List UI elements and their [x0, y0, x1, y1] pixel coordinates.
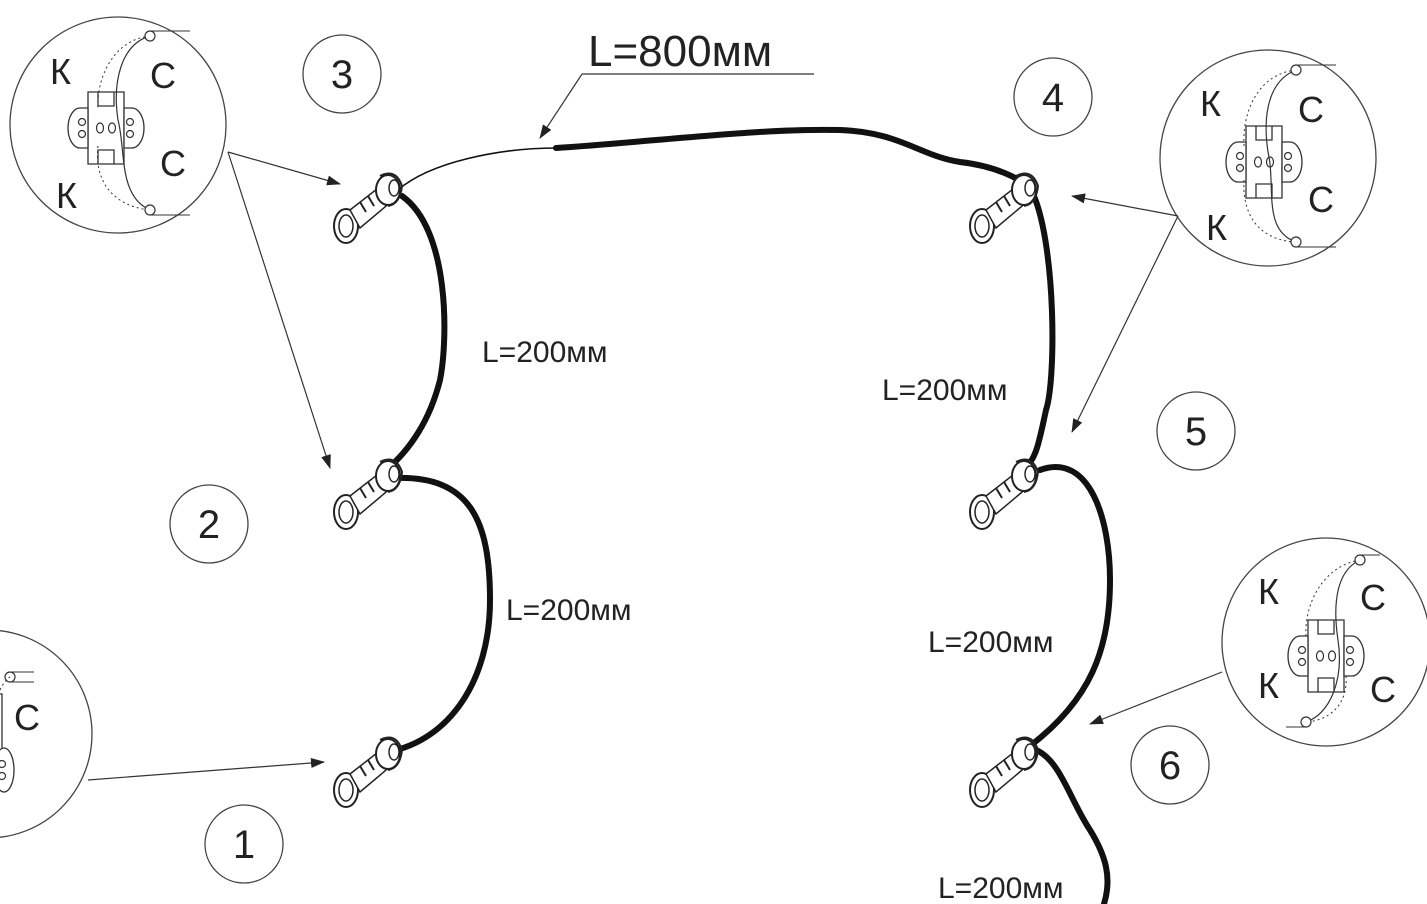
length-label-3-2: L=200мм [482, 336, 608, 369]
lamp-number-4: 4 [1013, 57, 1093, 137]
lamp-socket-3 [333, 172, 403, 244]
svg-text:2: 2 [198, 503, 220, 547]
length-label-4-5: L=200мм [882, 374, 1008, 407]
lamp-socket-4 [969, 172, 1039, 244]
wire-3-2 [383, 193, 448, 473]
svg-text:4: 4 [1042, 76, 1064, 120]
leader-800 [539, 73, 583, 139]
leader-detail-to-2 [227, 151, 331, 469]
lamp-number-6: 6 [1130, 725, 1210, 805]
pin-detail-right-top: К С С К [1159, 49, 1377, 267]
wire-5-6 [1027, 464, 1114, 749]
length-label-2-1: L=200мм [506, 594, 632, 627]
svg-text:С: С [1308, 179, 1334, 220]
lamp-socket-5 [969, 458, 1039, 530]
svg-text:С: С [1298, 89, 1324, 130]
lamp-number-1: 1 [204, 804, 284, 884]
length-label-6-out: L=200мм [938, 872, 1064, 904]
pin-detail-left-top: К С С К [9, 16, 227, 234]
lamp-number-5: 5 [1156, 391, 1236, 471]
leader-detail-to-5 [1071, 215, 1179, 433]
lamp-socket-6 [969, 736, 1039, 808]
svg-text:К: К [1200, 83, 1221, 124]
wire-6-out [1033, 747, 1111, 904]
svg-text:К: К [56, 175, 77, 216]
pin-detail-right-bottom: К С К С [1221, 537, 1427, 747]
svg-text:3: 3 [331, 53, 353, 97]
lamp-number-3: 3 [302, 34, 382, 114]
length-label-5-6: L=200мм [928, 626, 1054, 659]
lamp-socket-1 [333, 736, 403, 808]
leader-detail-to-6 [1089, 671, 1223, 725]
lamp-socket-2 [333, 458, 403, 530]
svg-text:К: К [1258, 571, 1279, 612]
leader-detail-to-1 [87, 758, 325, 781]
svg-text:6: 6 [1159, 744, 1181, 788]
svg-text:К: К [1258, 665, 1279, 706]
svg-text:С: С [150, 55, 176, 96]
leader-detail-to-3 [227, 151, 341, 186]
leader-detail-to-4 [1071, 193, 1179, 217]
lamp-number-2: 2 [169, 484, 249, 564]
wire-800 [397, 147, 557, 191]
svg-text:С: С [14, 697, 40, 738]
svg-text:К: К [1206, 207, 1227, 248]
svg-text:1: 1 [233, 823, 255, 867]
svg-text:С: С [1370, 669, 1396, 710]
wire-4-5 [1023, 193, 1056, 469]
wire-800-thick [553, 126, 1035, 193]
pin-detail-left-bottom: С [0, 630, 93, 838]
svg-text:С: С [160, 143, 186, 184]
svg-text:С: С [1360, 577, 1386, 618]
svg-text:К: К [50, 51, 71, 92]
length-label-800: L=800мм [588, 27, 772, 76]
wire-2-1 [385, 474, 494, 755]
svg-text:5: 5 [1185, 410, 1207, 454]
